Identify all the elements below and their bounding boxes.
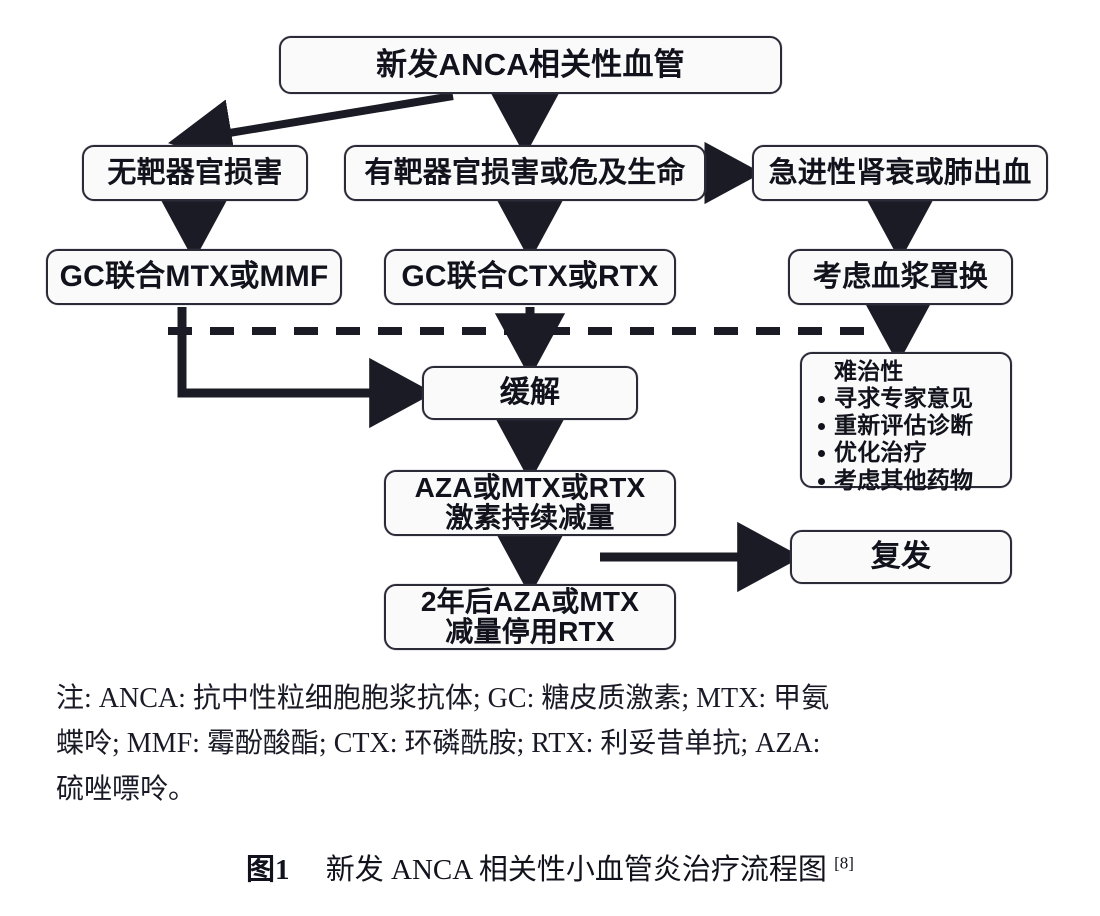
node-label-line2: 减量停用RTX (445, 616, 615, 647)
node-label: 复发 (870, 540, 932, 574)
caption-figure-label: 图1 (246, 854, 290, 886)
node-label: GC联合MTX或MMF (59, 260, 329, 294)
node-label: AZA或MTX或RTX 激素持续减量 (386, 473, 674, 532)
node-taper-after-two-years[interactable]: 2年后AZA或MTX 减量停用RTX (384, 584, 676, 650)
node-label: 缓解 (499, 376, 561, 410)
list-item: 寻求专家意见 (812, 385, 1004, 412)
edge-top-to-no-organ-damage (168, 92, 454, 166)
node-label: 2年后AZA或MTX 减量停用RTX (386, 587, 674, 646)
node-new-onset-anca-vasculitis[interactable]: 新发ANCA相关性血管 (279, 36, 782, 94)
note-line-3: 硫唑嘌呤。 (56, 773, 197, 805)
refractory-list: 寻求专家意见 重新评估诊断 优化治疗 考虑其他药物 (812, 385, 1004, 494)
figure-notes: 注: ANCA: 抗中性粒细胞胞浆抗体; GC: 糖皮质激素; MTX: 甲氨 … (56, 676, 1056, 812)
node-label-line1: AZA或MTX或RTX (414, 472, 646, 504)
node-organ-damage-or-life-threatening[interactable]: 有靶器官损害或危及生命 (344, 145, 706, 201)
node-label: GC联合CTX或RTX (401, 260, 659, 294)
node-remission[interactable]: 缓解 (422, 366, 638, 420)
node-consider-plasma-exchange[interactable]: 考虑血浆置换 (788, 249, 1013, 305)
node-label: 新发ANCA相关性血管 (376, 46, 685, 82)
figure-caption: 图1 新发 ANCA 相关性小血管炎治疗流程图 [8] (0, 846, 1100, 888)
caption-reference: [8] (834, 853, 854, 873)
node-no-organ-damage[interactable]: 无靶器官损害 (82, 145, 308, 201)
list-item: 重新评估诊断 (812, 412, 1004, 439)
note-line-2: 蝶呤; MMF: 霉酚酸酯; CTX: 环磷酰胺; RTX: 利妥昔单抗; AZ… (56, 728, 821, 760)
node-rapidly-progressive-renal-failure-or-pulmonary-hemorrhage[interactable]: 急进性肾衰或肺出血 (752, 145, 1048, 201)
node-label-line2: 激素持续减量 (445, 502, 615, 533)
node-refractory[interactable]: 难治性 寻求专家意见 重新评估诊断 优化治疗 考虑其他药物 (800, 352, 1012, 493)
list-item: 优化治疗 (812, 439, 1004, 466)
note-line-1: 注: ANCA: 抗中性粒细胞胞浆抗体; GC: 糖皮质激素; MTX: 甲氨 (56, 683, 830, 714)
node-gc-with-mtx-or-mmf[interactable]: GC联合MTX或MMF (46, 249, 342, 305)
node-maintenance-therapy[interactable]: AZA或MTX或RTX 激素持续减量 (384, 470, 676, 536)
caption-title: 新发 ANCA 相关性小血管炎治疗流程图 (325, 854, 827, 886)
node-relapse[interactable]: 复发 (790, 530, 1012, 584)
refractory-title: 难治性 (834, 358, 904, 384)
node-label: 有靶器官损害或危及生命 (364, 156, 686, 189)
node-gc-with-ctx-or-rtx[interactable]: GC联合CTX或RTX (384, 249, 676, 305)
node-label-line1: 2年后AZA或MTX (420, 586, 640, 618)
node-label: 急进性肾衰或肺出血 (768, 156, 1032, 189)
node-label: 无靶器官损害 (107, 156, 283, 189)
edge-gc-mtx-to-remission (177, 307, 435, 429)
node-label: 考虑血浆置换 (812, 260, 989, 293)
list-item: 考虑其他药物 (812, 467, 1004, 494)
